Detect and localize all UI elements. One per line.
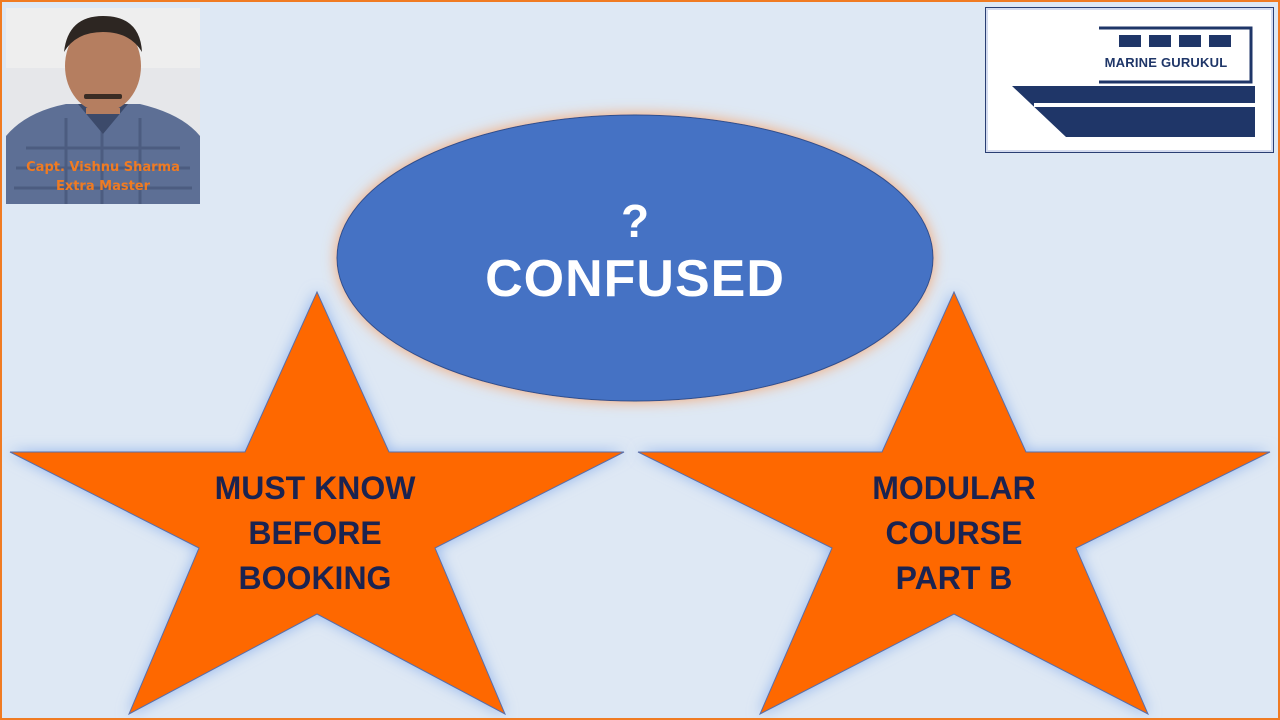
confused-label: CONFUSED bbox=[485, 250, 785, 308]
presenter-title: Extra Master bbox=[55, 179, 151, 194]
star-right-line-3: PART B bbox=[895, 560, 1013, 596]
star-left-line-3: BOOKING bbox=[238, 560, 392, 596]
star-left-line-1: MUST KNOW bbox=[214, 470, 416, 506]
question-mark: ? bbox=[620, 195, 650, 247]
marine-gurukul-logo: MARINE GURUKUL bbox=[985, 7, 1274, 153]
presenter-caption: Capt. Vishnu Sharma Extra Master bbox=[6, 158, 200, 196]
presenter-photo: Capt. Vishnu Sharma Extra Master bbox=[6, 8, 200, 204]
star-right-label: MODULAR COURSE PART B bbox=[824, 466, 1084, 601]
presenter-portrait-image bbox=[6, 8, 200, 204]
confused-text-group: ? CONFUSED bbox=[335, 194, 935, 310]
star-left bbox=[9, 290, 625, 716]
star-right bbox=[637, 290, 1271, 716]
presenter-name: Capt. Vishnu Sharma bbox=[26, 160, 180, 175]
star-right-line-1: MODULAR bbox=[872, 470, 1036, 506]
star-right-line-2: COURSE bbox=[885, 515, 1023, 551]
logo-text: MARINE GURUKUL bbox=[1104, 55, 1228, 70]
star-left-label: MUST KNOW BEFORE BOOKING bbox=[185, 466, 445, 601]
confused-ellipse bbox=[336, 114, 934, 402]
star-left-line-2: BEFORE bbox=[248, 515, 382, 551]
ship-icon bbox=[988, 10, 1271, 150]
